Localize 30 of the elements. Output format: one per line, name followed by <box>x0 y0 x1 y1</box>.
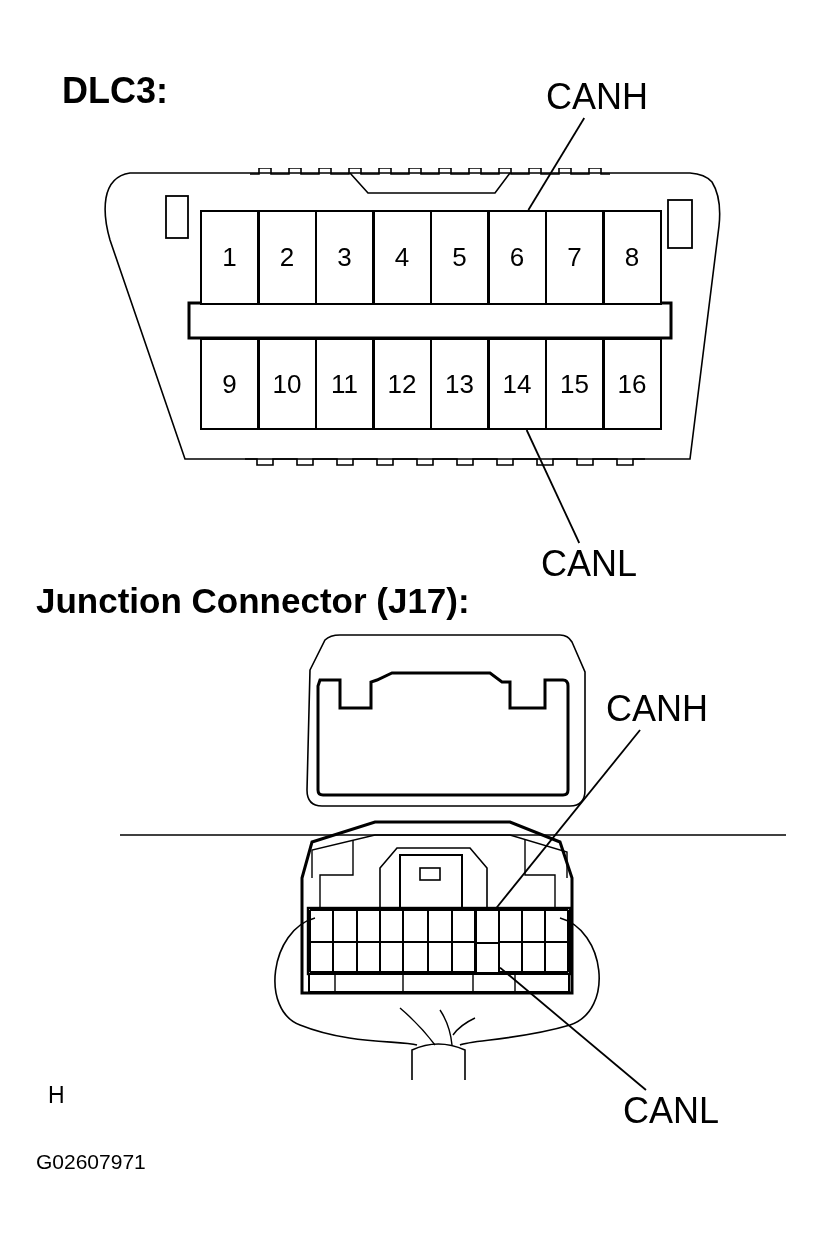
view-mark: H <box>48 1082 65 1109</box>
pin-terminal: 3 <box>315 210 374 305</box>
signal-label: CANL <box>612 1090 730 1132</box>
pin-terminal: 7 <box>545 210 604 305</box>
pin-terminal: 15 <box>545 338 604 430</box>
signal-label: CANH <box>596 688 718 730</box>
section-heading: DLC3: <box>62 70 168 112</box>
leader-line <box>527 117 586 211</box>
terminal-cavity <box>475 909 500 944</box>
signal-label: CANL <box>530 543 648 585</box>
pin-terminal: 9 <box>200 338 259 430</box>
pin-terminal: 4 <box>372 210 432 305</box>
figure-code: G02607971 <box>36 1150 146 1175</box>
terminal-cavity <box>475 942 500 974</box>
pin-terminal: 13 <box>430 338 489 430</box>
leader-line <box>525 429 581 544</box>
leader-line <box>499 966 647 1091</box>
leader-line <box>494 729 641 910</box>
pin-terminal: 14 <box>487 338 547 430</box>
pin-terminal: 1 <box>200 210 259 305</box>
section-heading: Junction Connector (J17): <box>36 581 470 622</box>
pin-terminal: 8 <box>602 210 662 305</box>
pin-terminal: 5 <box>430 210 489 305</box>
pin-terminal: 16 <box>602 338 662 430</box>
pin-terminal: 6 <box>487 210 547 305</box>
pin-terminal: 12 <box>372 338 432 430</box>
pin-terminal: 11 <box>315 338 374 430</box>
pin-terminal: 10 <box>257 338 317 430</box>
signal-label: CANH <box>536 76 658 118</box>
pin-terminal: 2 <box>257 210 317 305</box>
